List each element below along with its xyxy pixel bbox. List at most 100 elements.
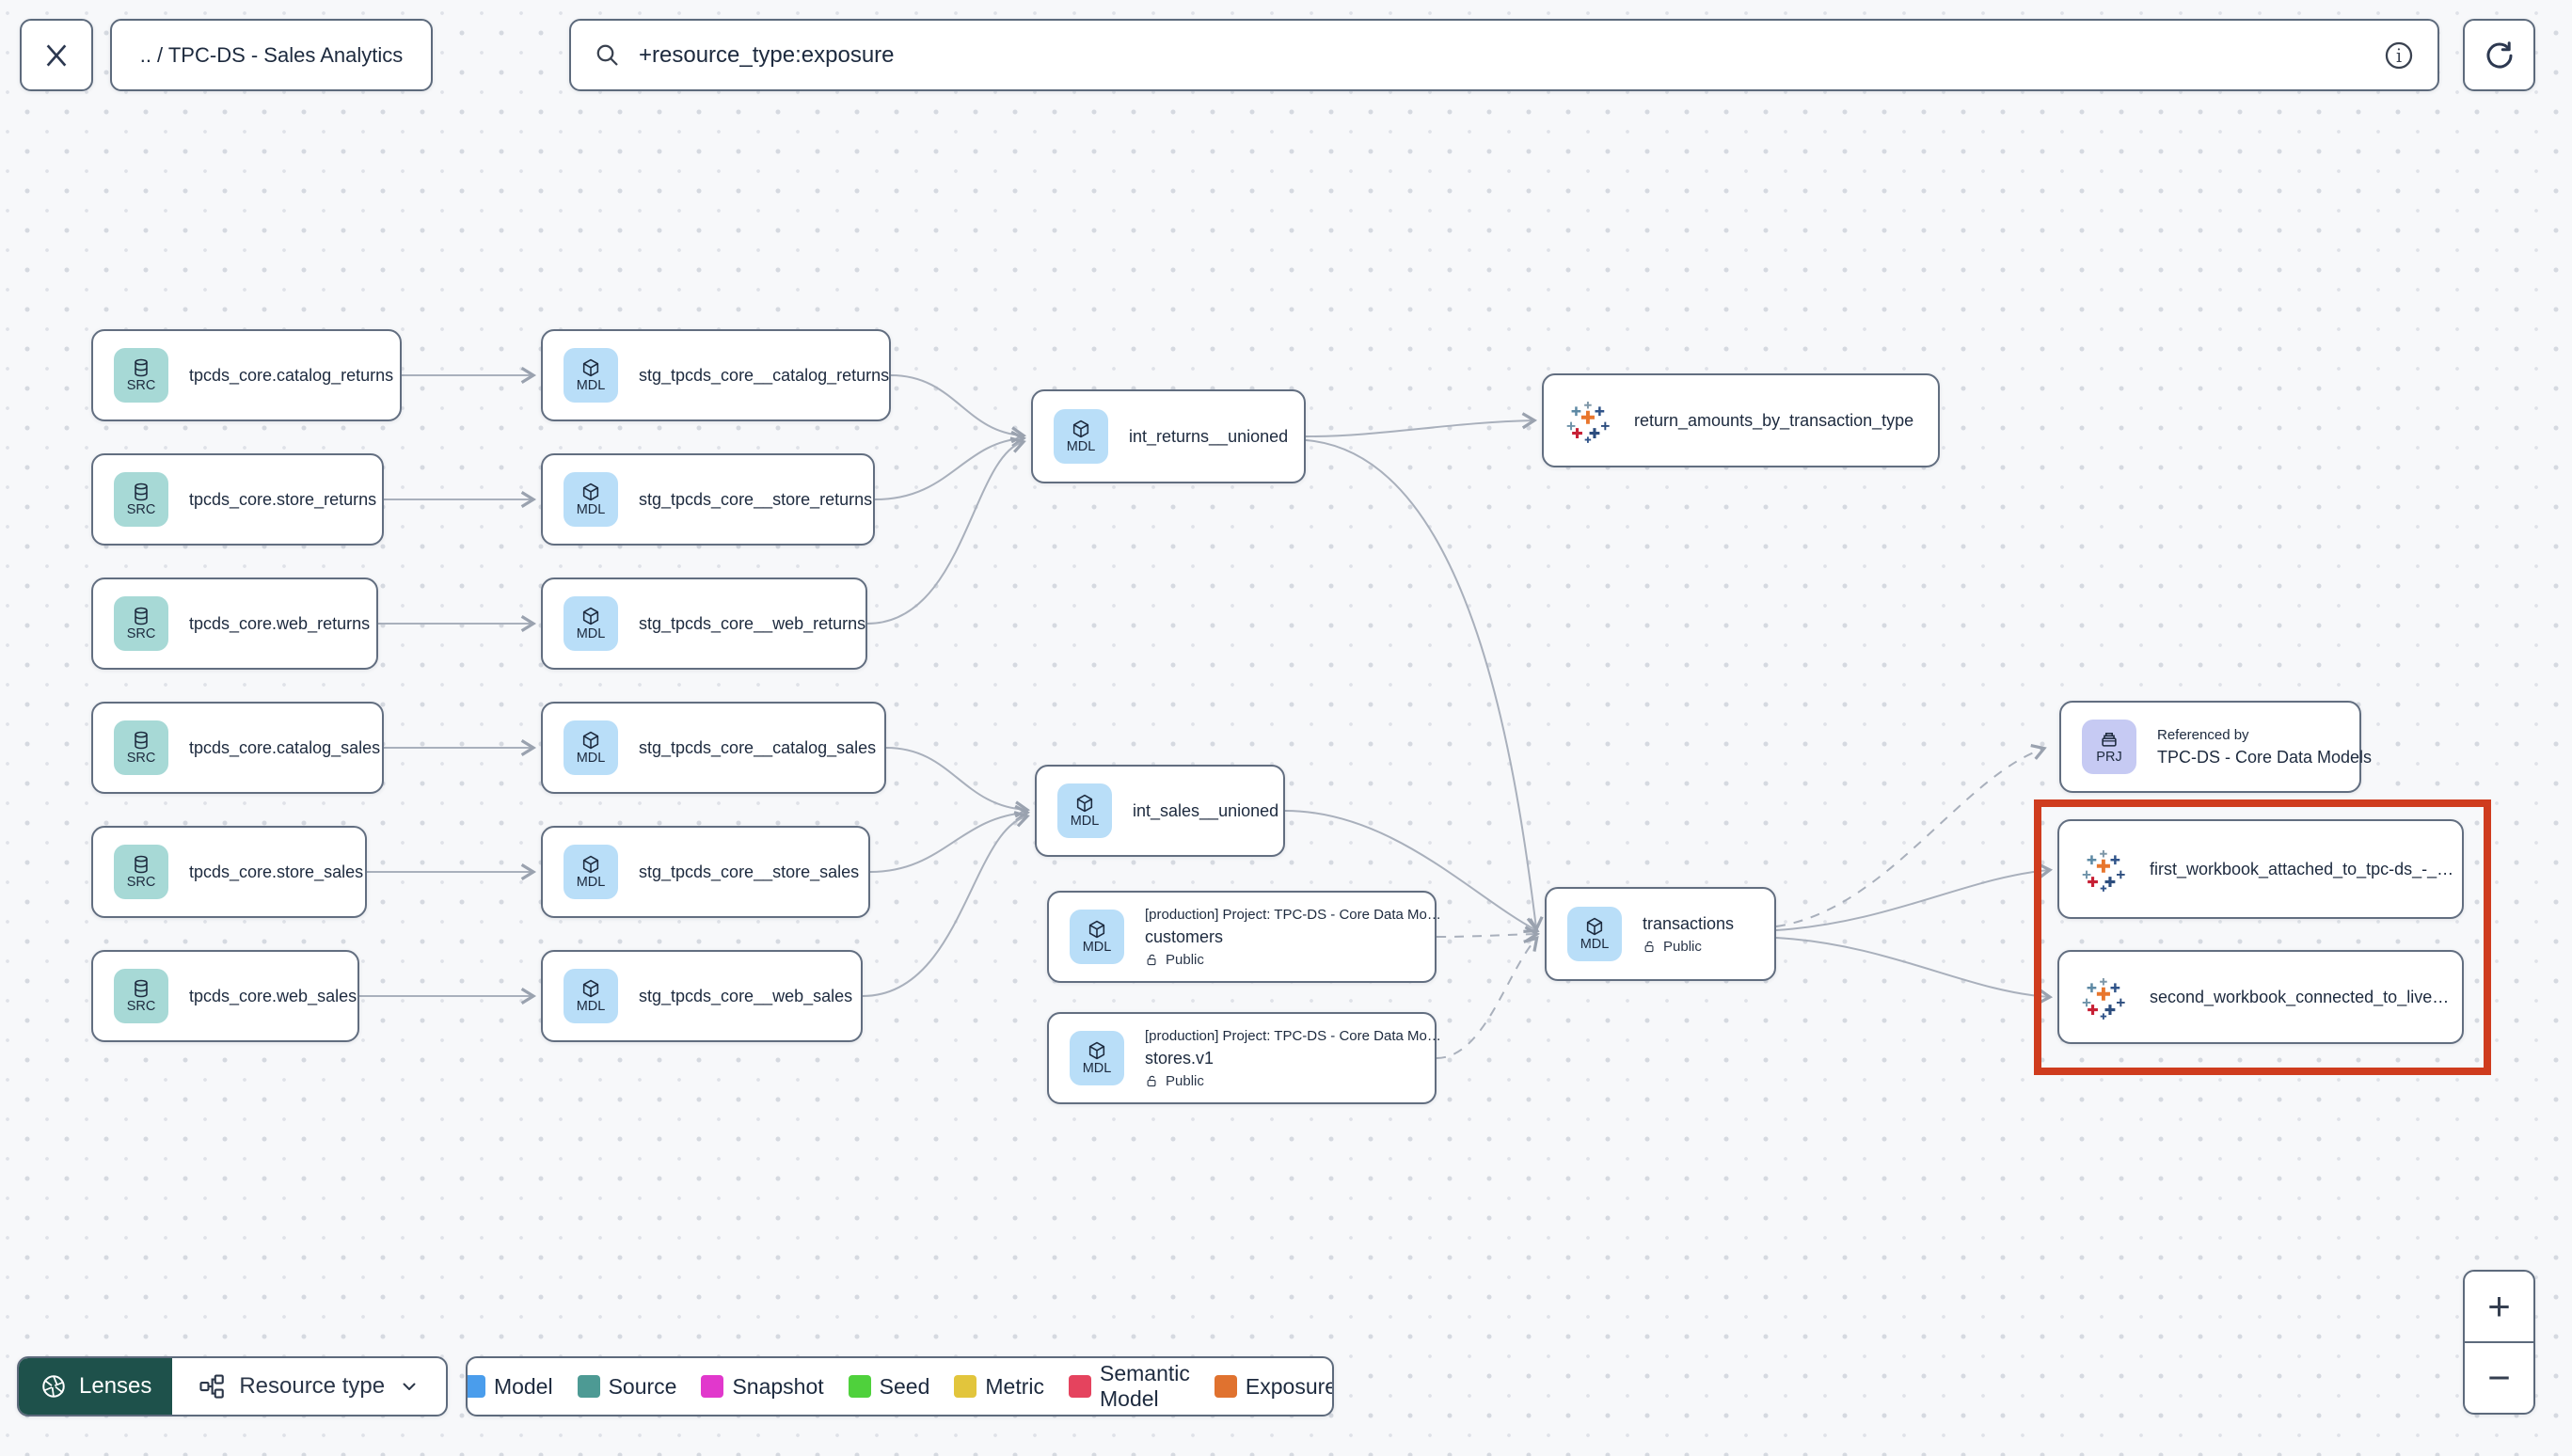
refresh-button[interactable] [2463,19,2535,91]
legend-item-source: Source [577,1373,677,1400]
badge-label: SRC [126,502,156,518]
legend-swatch [1069,1375,1092,1398]
node-project-referenced-by[interactable]: PRJ Referenced by TPC-DS - Core Data Mod… [2059,701,2372,793]
badge-label: MDL [576,875,606,891]
visibility-label: Public [1166,951,1204,968]
node-model-stg-store-returns[interactable]: MDL stg_tpcds_core__store_returns [541,453,875,546]
model-badge: MDL [564,720,618,775]
cube-icon [582,732,599,750]
node-project-header: [production] Project: TPC-DS - Core Data… [1145,1027,1441,1044]
legend-swatch [468,1375,485,1398]
edge [869,804,1031,873]
node-label: int_returns__unioned [1129,426,1289,446]
search-icon [596,44,618,66]
cube-icon [1072,420,1089,438]
legend-swatch [848,1375,871,1398]
node-source-store-returns[interactable]: SRC tpcds_core.store_returns [91,453,384,546]
node-label: TPC-DS - Core Data Models [2157,747,2373,767]
node-label: customers [1145,926,1224,946]
svg-text:i: i [2396,45,2402,67]
node-model-stores-v1[interactable]: MDL [production] Project: TPC-DS - Core … [1047,1012,1441,1104]
project-icon [2102,733,2117,747]
unlock-icon [1147,1075,1156,1086]
badge-label: SRC [126,626,156,642]
legend-label: Metric [985,1373,1045,1399]
legend-label: Source [608,1373,677,1399]
cube-icon [1076,795,1093,813]
node-source-store-sales[interactable]: SRC tpcds_core.store_sales [91,826,367,918]
node-model-int-sales-unioned[interactable]: MDL int_sales__unioned [1035,765,1285,857]
node-exposure-second-workbook[interactable]: second_workbook_connected_to_live… [2057,950,2464,1044]
zoom-out-button[interactable]: − [2465,1343,2533,1413]
node-model-stg-store-sales[interactable]: MDL stg_tpcds_core__store_sales [541,826,870,918]
node-source-web-sales[interactable]: SRC tpcds_core.web_sales [91,950,359,1042]
badge-label: MDL [576,626,606,642]
info-icon[interactable]: i [2383,40,2415,71]
source-badge: SRC [114,596,168,651]
badge-label: SRC [126,875,156,891]
cube-icon [582,980,599,998]
cube-icon [582,483,599,501]
model-badge: MDL [564,348,618,403]
node-model-customers[interactable]: MDL [production] Project: TPC-DS - Core … [1047,891,1441,983]
cube-icon [582,359,599,377]
source-badge: SRC [114,472,168,527]
cube-icon [1088,1042,1105,1060]
search-bar[interactable]: i [569,19,2439,91]
search-input[interactable] [637,40,2368,70]
edge [866,436,1026,625]
node-model-int-returns-unioned[interactable]: MDL int_returns__unioned [1031,389,1306,483]
badge-label: MDL [576,378,606,394]
node-source-catalog-sales[interactable]: SRC tpcds_core.catalog_sales [91,702,384,794]
source-badge: SRC [114,969,168,1023]
badge-label: MDL [1082,1061,1112,1077]
node-label: tpcds_core.store_sales [189,862,364,881]
badge-label: MDL [1580,937,1610,953]
zoom-controls: + − [2463,1270,2535,1415]
node-label: stores.v1 [1145,1048,1215,1068]
model-badge: MDL [1070,910,1124,964]
breadcrumb[interactable]: .. / TPC-DS - Sales Analytics [110,19,433,91]
node-model-stg-catalog-returns[interactable]: MDL stg_tpcds_core__catalog_returns [541,329,891,421]
model-badge: MDL [1057,783,1112,838]
cube-icon [582,856,599,874]
close-icon [46,43,67,67]
edge [890,374,1027,444]
tableau-icon [1566,401,1610,443]
close-button[interactable] [20,19,93,91]
model-badge: MDL [564,969,618,1023]
database-icon [135,607,148,625]
legend-item-semantic-model: Semantic Model [1069,1361,1190,1412]
model-badge: MDL [1070,1031,1124,1085]
node-source-catalog-returns[interactable]: SRC tpcds_core.catalog_returns [91,329,402,421]
edge [1775,863,2054,931]
badge-label: MDL [1066,439,1096,455]
zoom-in-button[interactable]: + [2465,1272,2533,1343]
node-exposure-return-amounts[interactable]: return_amounts_by_transaction_type [1542,373,1940,467]
legend: Model Source Snapshot Seed Metric Semant… [466,1356,1334,1416]
tableau-icon [2082,849,2125,892]
resource-type-icon [199,1374,225,1399]
edge-cross-project [1775,743,2047,927]
lenses-button[interactable]: Lenses [19,1358,173,1415]
badge-label: MDL [576,999,606,1015]
legend-swatch [954,1375,977,1398]
node-model-stg-catalog-sales[interactable]: MDL stg_tpcds_core__catalog_sales [541,702,886,794]
edge [1305,439,1544,933]
node-label: second_workbook_connected_to_live… [2150,987,2450,1006]
lens-dock: Lenses Resource type [17,1356,448,1416]
cube-icon [582,608,599,625]
cube-icon [1088,921,1105,939]
aperture-icon [42,1375,65,1398]
resource-type-dropdown[interactable]: Resource type [172,1358,446,1415]
badge-label: MDL [1070,814,1100,830]
node-model-stg-web-returns[interactable]: MDL stg_tpcds_core__web_returns [541,578,867,670]
lenses-label: Lenses [79,1373,152,1399]
node-model-stg-web-sales[interactable]: MDL stg_tpcds_core__web_sales [541,950,863,1042]
node-exposure-first-workbook[interactable]: first_workbook_attached_to_tpc-ds_-_… [2057,819,2464,919]
node-source-web-returns[interactable]: SRC tpcds_core.web_returns [91,578,378,670]
node-model-transactions[interactable]: MDL transactions Public [1545,887,1776,981]
node-label: first_workbook_attached_to_tpc-ds_-_… [2150,859,2454,878]
